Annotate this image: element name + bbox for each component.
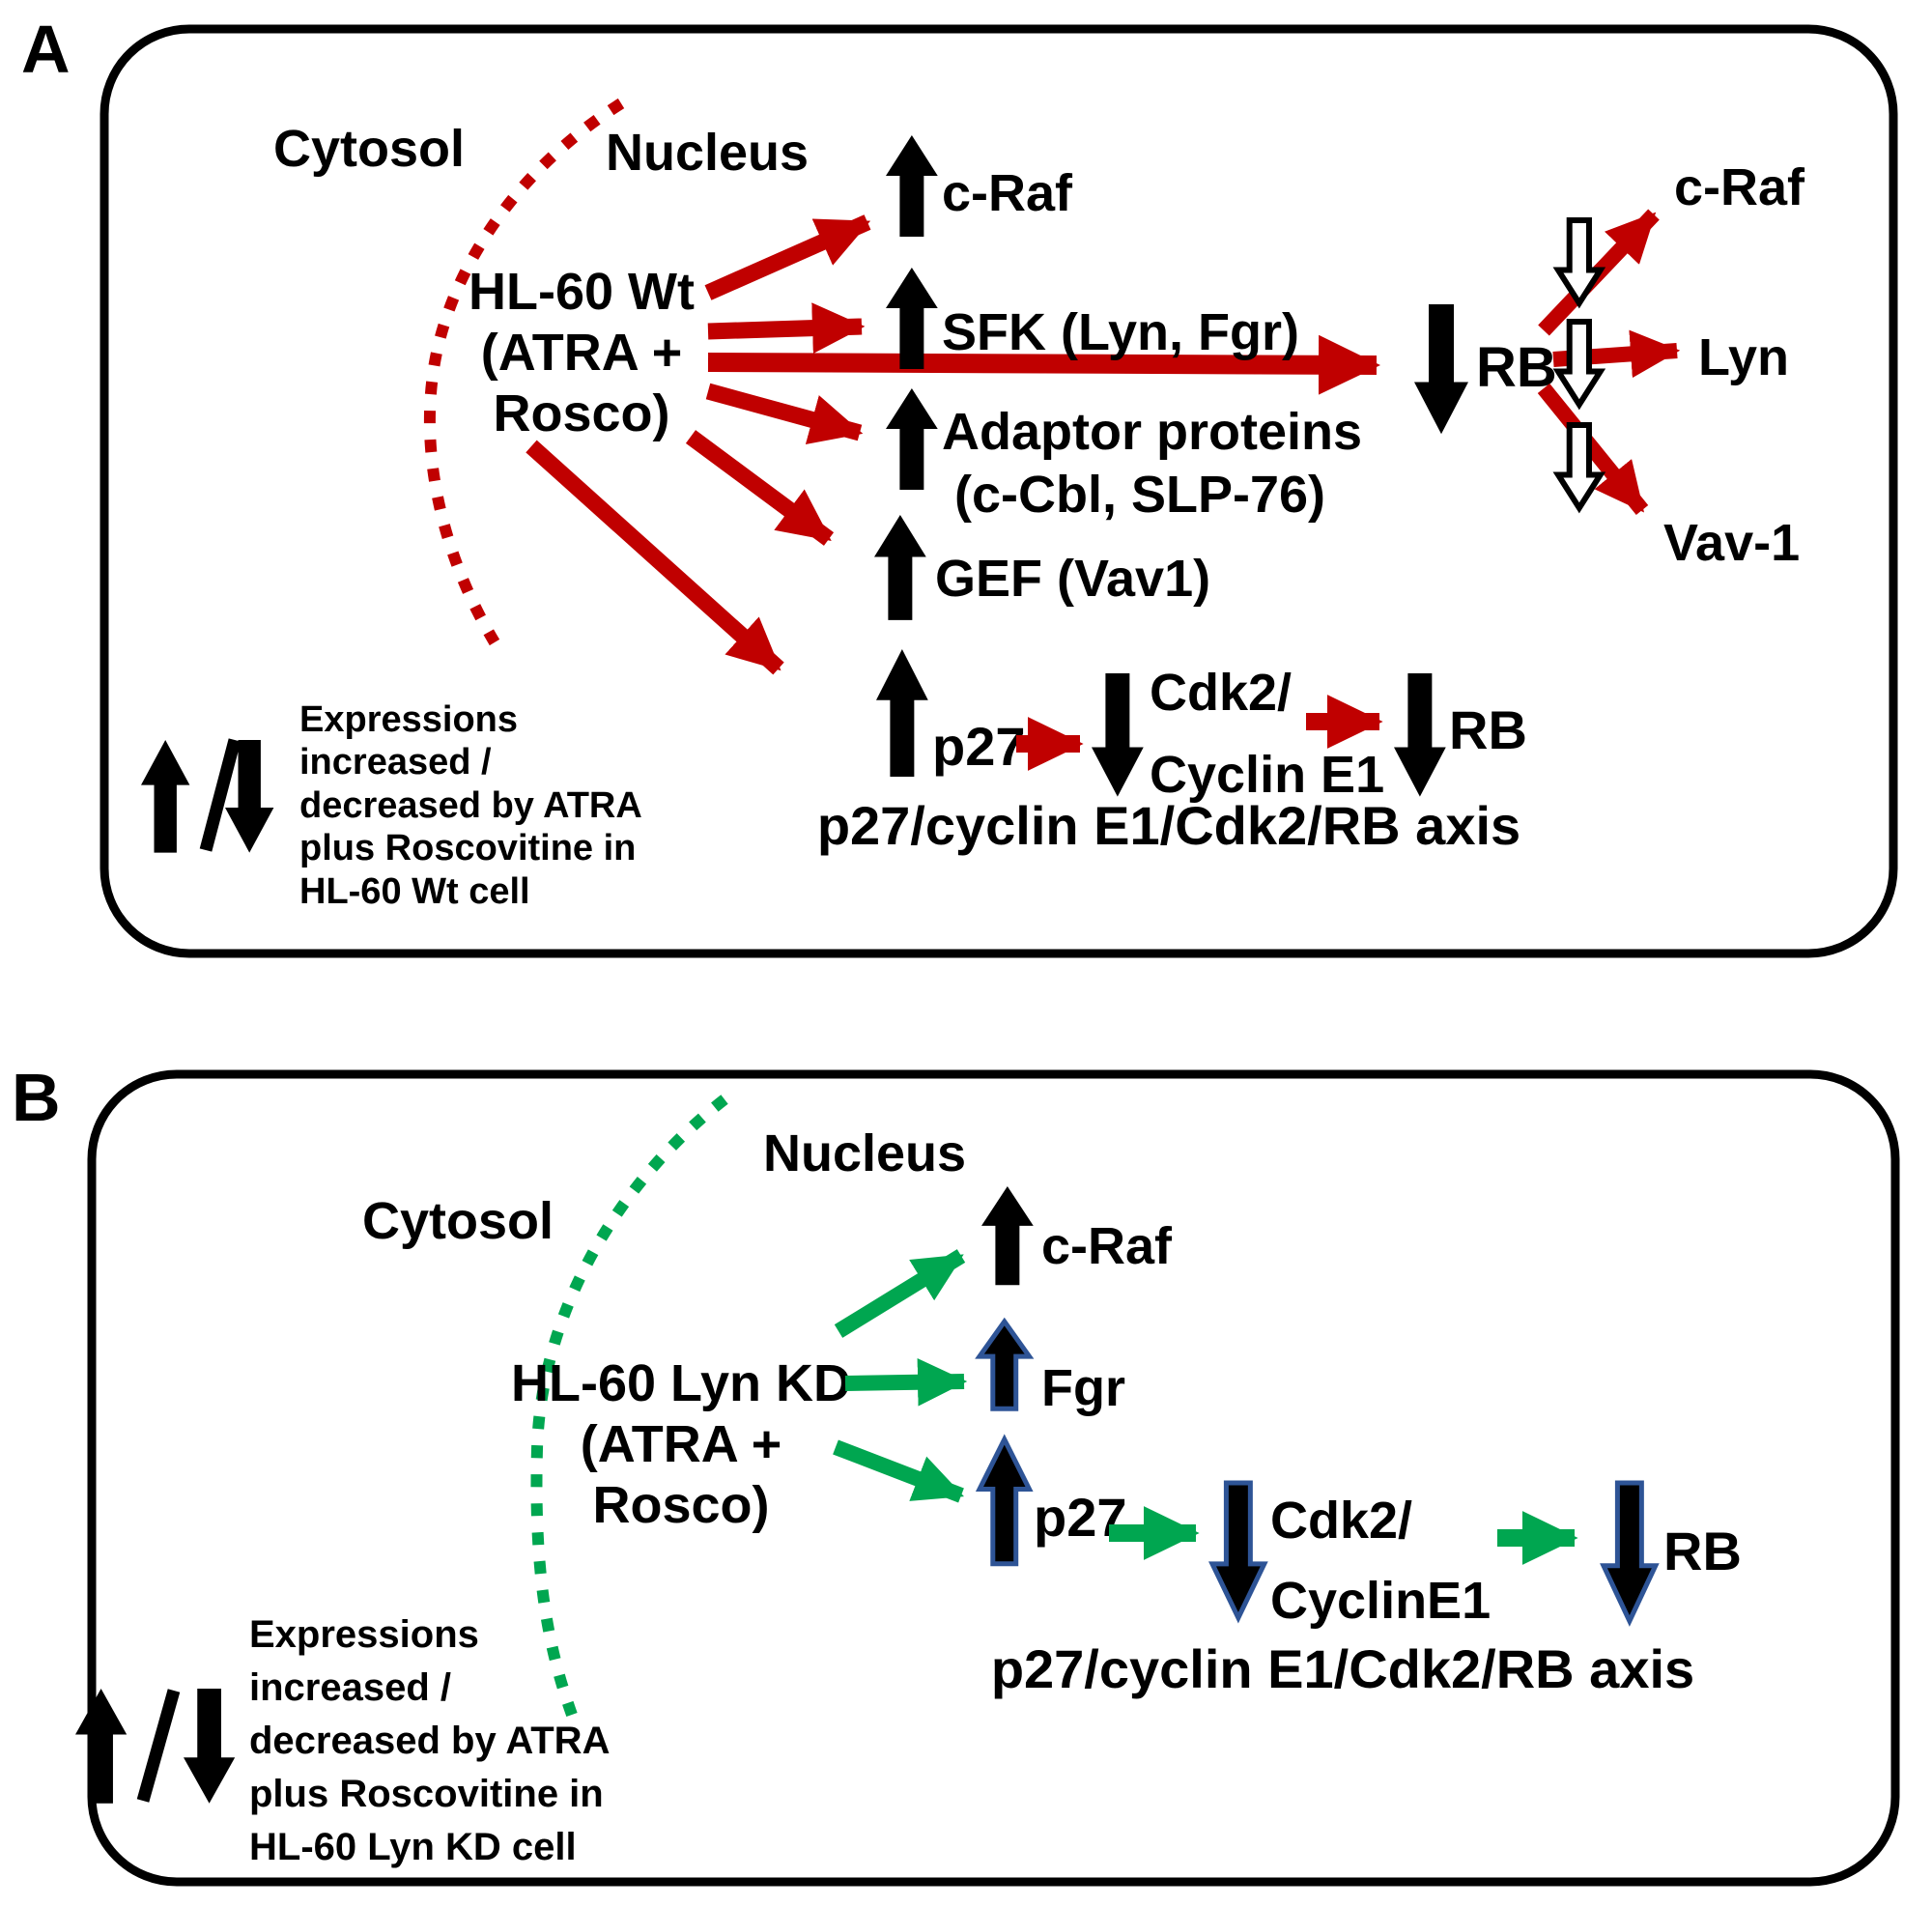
legend-up-arrow-icon	[141, 740, 190, 853]
arrow-to-sfk	[707, 302, 866, 354]
downstream-lyn-label: Lyn	[1698, 328, 1789, 386]
node-line: Rosco)	[493, 384, 669, 442]
panel-b-border	[87, 1069, 1900, 1887]
down-arrow-icon	[1394, 673, 1446, 797]
target-adaptor-label-line1: Adaptor proteins	[942, 403, 1362, 461]
node-line: HL-60 Wt	[469, 263, 695, 321]
arrow-to-p27	[833, 1439, 964, 1503]
target-cdk2-label-line1: Cdk2/	[1270, 1492, 1412, 1550]
legend-line: HL-60 Lyn KD cell	[249, 1826, 577, 1868]
target-cdk2-label-line2: Cyclin E1	[1150, 746, 1384, 804]
arrow-to-adaptor	[705, 383, 864, 444]
downstream-c-raf-label: c-Raf	[1674, 158, 1805, 216]
cytosol-label: Cytosol	[362, 1192, 554, 1250]
arrow-to-fgr	[844, 1357, 968, 1407]
up-arrow-icon	[876, 649, 928, 777]
panel-a-border	[99, 24, 1898, 958]
legend-down-arrow-icon	[225, 740, 274, 853]
axis-caption: p27/cyclin E1/Cdk2/RB axis	[817, 795, 1520, 856]
panel-b-label: B	[12, 1060, 61, 1135]
arrow-to-p27	[526, 440, 784, 675]
cytosol-label: Cytosol	[273, 120, 465, 178]
node-line: HL-60 Lyn KD	[511, 1354, 851, 1412]
up-arrow-icon	[981, 1186, 1034, 1286]
up-arrow-icon	[886, 388, 938, 491]
target-adaptor-label-line2: (c-Cbl, SLP-76)	[954, 466, 1325, 524]
legend-a: Expressions increased / decreased by ATR…	[141, 699, 642, 912]
target-rb-label: RB	[1663, 1521, 1742, 1581]
target-fgr-label: Fgr	[1041, 1359, 1125, 1417]
down-arrow-icon	[1414, 304, 1468, 435]
nucleus-label: Nucleus	[606, 124, 809, 182]
target-gef-label: GEF (Vav1)	[935, 550, 1210, 608]
target-c-raf-label: c-Raf	[942, 164, 1073, 222]
target-p27-label: p27	[932, 716, 1026, 777]
legend-line: decreased by ATRA	[299, 785, 642, 826]
down-arrow-outlined-icon	[1212, 1483, 1264, 1618]
legend-line: plus Roscovitine in	[249, 1773, 604, 1815]
nucleus-label: Nucleus	[763, 1124, 966, 1182]
legend-line: decreased by ATRA	[249, 1720, 610, 1762]
panel-b: B Cytosol Nucleus HL-60 Lyn KD (ATRA + R…	[12, 1060, 1900, 1887]
node-line: (ATRA +	[481, 324, 683, 382]
up-arrow-outlined-icon	[980, 1439, 1030, 1564]
up-arrow-icon	[886, 268, 938, 370]
arrow-to-gef	[685, 430, 835, 546]
legend-line: plus Roscovitine in	[299, 828, 636, 868]
hollow-down-arrow-icon	[1558, 220, 1601, 303]
target-cdk2-label-line1: Cdk2/	[1150, 664, 1292, 722]
target-cdk2-label-line2: CyclinE1	[1270, 1572, 1491, 1630]
legend-line: increased /	[299, 742, 492, 782]
down-arrow-outlined-icon	[1604, 1483, 1656, 1621]
arrow-to-c-raf	[834, 1249, 966, 1338]
source-node-hl60-wt: HL-60 Wt (ATRA + Rosco)	[469, 263, 695, 442]
arrow-to-rb-hub	[707, 334, 1380, 395]
down-arrow-icon	[1092, 673, 1144, 797]
legend-down-arrow-icon	[184, 1689, 236, 1804]
arrow-rb-to-vav1	[1537, 383, 1649, 516]
panel-a: A Cytosol Nucleus HL-60 Wt (ATRA + Rosco…	[21, 12, 1898, 958]
legend-slash	[199, 738, 242, 852]
up-arrow-icon	[874, 515, 926, 620]
legend-slash	[136, 1689, 181, 1803]
up-arrow-outlined-icon	[980, 1322, 1030, 1408]
legend-b: Expressions increased / decreased by ATR…	[75, 1613, 610, 1868]
arrow-to-c-raf	[704, 214, 871, 300]
source-node-hl60-lyn-kd: HL-60 Lyn KD (ATRA + Rosco)	[511, 1354, 851, 1534]
legend-line: HL-60 Wt cell	[299, 871, 530, 912]
membrane-dotted-arc	[530, 1095, 728, 1718]
up-arrow-icon	[886, 135, 938, 238]
panel-a-label: A	[21, 12, 71, 87]
legend-up-arrow-icon	[75, 1689, 128, 1804]
legend-line: Expressions	[249, 1613, 479, 1656]
node-line: (ATRA +	[581, 1415, 782, 1473]
hollow-down-arrow-icon	[1558, 425, 1601, 508]
target-sfk-label: SFK (Lyn, Fgr)	[942, 303, 1299, 361]
downstream-vav1-label: Vav-1	[1663, 514, 1800, 572]
legend-line: increased /	[249, 1666, 451, 1709]
axis-caption: p27/cyclin E1/Cdk2/RB axis	[991, 1638, 1694, 1699]
target-rb-chain-label: RB	[1449, 699, 1527, 760]
node-line: Rosco)	[592, 1476, 769, 1534]
legend-line: Expressions	[299, 699, 518, 740]
hollow-down-arrow-icon	[1558, 322, 1601, 405]
target-c-raf-label: c-Raf	[1041, 1217, 1173, 1275]
